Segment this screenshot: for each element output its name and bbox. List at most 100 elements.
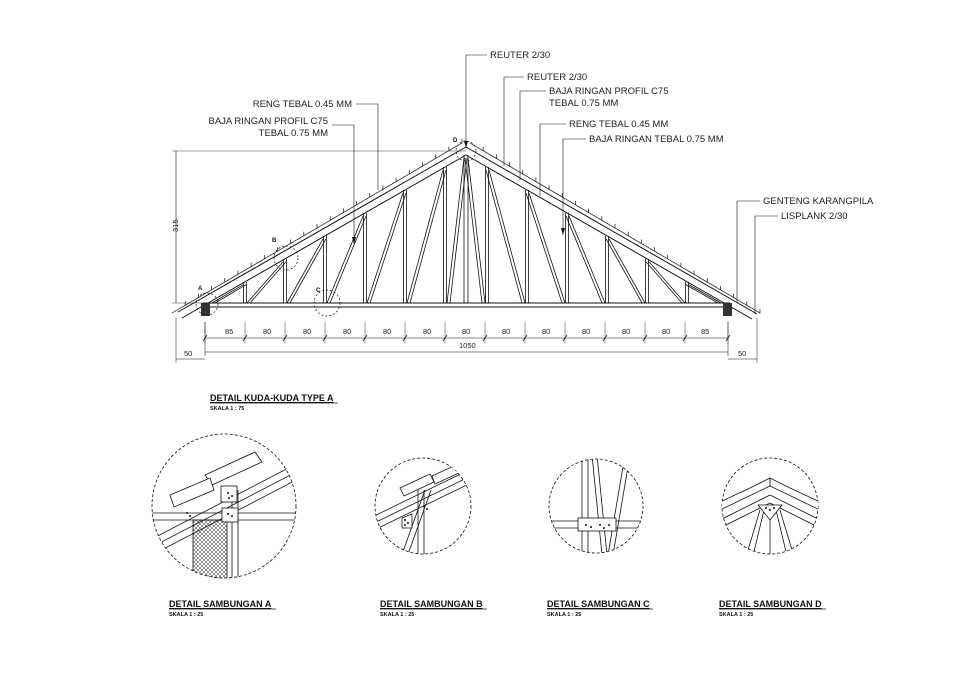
roof-tile [680,266,695,275]
web-member [688,284,722,304]
web-member [329,215,367,304]
roof-tile [469,142,484,152]
web-member [246,261,284,304]
joint-circle-c [313,289,341,317]
joint-tag-a: A [198,286,203,292]
joint-circle-b [273,245,299,271]
web-member [326,215,364,304]
roof-tile [211,278,226,291]
span-dim: 80 [462,327,470,336]
overhang-right: 50 [738,349,746,358]
detail-d-scale: SKALA 1 : 25 [719,612,753,618]
detail-c-title: DETAIL SAMBUNGAN C [547,599,650,609]
label-baja-c75-right: BAJA RINGAN PROFIL C75 [549,86,669,97]
web-member [565,215,603,304]
web-member [685,284,719,304]
label-reuter-2: REUTER 2/30 [527,72,587,83]
roof-tile [395,169,410,182]
web-member [528,192,566,304]
web-member [467,157,486,304]
roof-tile [237,262,252,275]
roof-tile [277,239,291,252]
span-dim: 80 [502,327,510,336]
web-member [286,238,324,304]
roof-tile [435,146,450,159]
web-member [608,238,646,304]
detail-b-scale: SKALA 1 : 25 [380,612,414,618]
roof-tile [250,254,265,267]
roof-tile [707,281,721,291]
detail-b: DETAIL SAMBUNGAN B SKALA 1 : 25 [374,457,487,618]
joint-tag-b: B [272,238,277,244]
leaders [332,54,778,314]
dimension-lines: 315 85 80 80 80 80 80 80 80 80 80 80 80 … [171,150,758,363]
web-member [645,261,683,304]
label-lisplank: LISPLANK 2/30 [781,211,848,222]
web-member [214,284,247,304]
span-dim: 80 [662,327,670,336]
detail-a-title: DETAIL SAMBUNGAN A [169,599,272,609]
label-baja-tebal-right: BAJA RINGAN TEBAL 0.75 MM [589,134,724,145]
labels: REUTER 2/30 REUTER 2/30 BAJA RINGAN PROF… [209,50,874,222]
detail-d: DETAIL SAMBUNGAN D SKALA 1 : 25 [719,457,826,618]
roof-tile [588,212,603,221]
support-right [723,303,732,316]
roof-tile [448,139,463,152]
joint-circle-a [195,292,219,316]
roof-tile [290,231,305,244]
detail-a: DETAIL SAMBUNGAN A SKALA 1 : 25 [151,433,297,618]
roof-tile [628,235,642,245]
web-member [366,192,404,304]
label-baja-c75-left-thk: TEBAL 0.75 MM [259,128,328,139]
detail-c: DETAIL SAMBUNGAN C SKALA 1 : 25 [547,458,653,618]
web-member [464,157,483,304]
detail-d-title: DETAIL SAMBUNGAN D [719,599,822,609]
detail-c-scale: SKALA 1 : 25 [547,612,581,618]
roof-tile [667,258,682,268]
span-dim: 80 [542,327,550,336]
span-dim: 80 [582,327,590,336]
web-member [485,169,523,304]
web-member [449,157,468,304]
overhang-left: 50 [184,349,192,358]
roof-tiles-left [171,139,463,314]
top-chord-left [177,146,467,313]
roof-tile [224,270,239,283]
label-baja-c75-left: BAJA RINGAN PROFIL C75 [209,116,329,127]
web-members [211,155,722,304]
roof-tile [641,243,655,252]
joint-tag-d: D [453,138,458,144]
span-dim: 80 [303,327,311,336]
support-left [201,303,210,316]
top-chord-right-inner [465,154,753,320]
web-member [289,238,327,304]
label-genteng: GENTENG KARANGPILA [763,196,874,207]
web-member [525,192,563,304]
web-member [409,169,447,304]
label-reng-left: RENG TEBAL 0.45 MM [253,99,352,110]
joint-tag-c: C [316,288,321,294]
roof-tile [614,227,629,237]
roof-tile [422,154,436,167]
main-scale: SKALA 1 : 75 [210,406,244,412]
roof-tile [409,162,423,175]
web-member [406,169,444,304]
web-member [488,169,526,304]
roof-tile [746,304,761,314]
web-member [446,157,465,304]
span-dim: 80 [423,327,431,336]
label-reng-right: RENG TEBAL 0.45 MM [569,119,668,130]
roof-tile [654,250,669,260]
span-dim: 80 [383,327,391,336]
total-dimension: 1050 [459,341,476,350]
web-member [568,215,606,304]
span-dim: 80 [622,327,630,336]
truss-elevation: A B C D [171,138,761,320]
web-member [369,192,407,304]
web-member [211,284,244,304]
detail-b-title: DETAIL SAMBUNGAN B [380,599,483,609]
roof-tile [264,247,278,260]
height-dimension: 315 [171,219,180,232]
label-reuter-top: REUTER 2/30 [490,50,550,61]
